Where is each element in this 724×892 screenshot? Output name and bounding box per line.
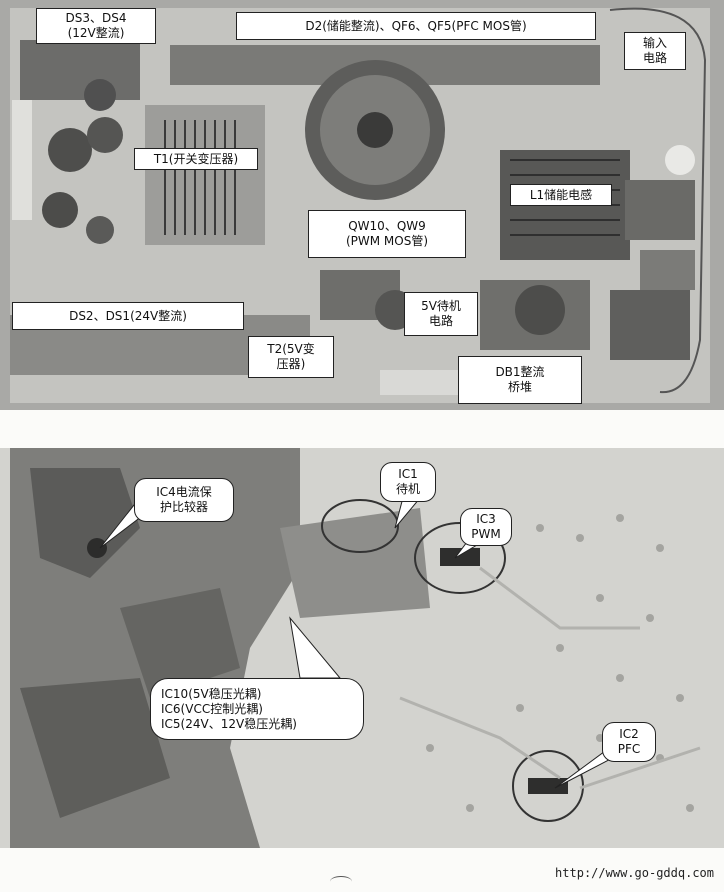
db1-line2: 桥堆	[507, 380, 532, 394]
standby-5v-label: 5V待机 电路	[404, 292, 478, 336]
ic1-line2: 待机	[395, 482, 420, 496]
optocoupler-label: IC10(5V稳压光耦) IC6(VCC控制光耦) IC5(24V、12V稳压光…	[150, 678, 364, 740]
ds2-ds1-label: DS2、DS1(24V整流)	[12, 302, 244, 330]
ic3-line2: PWM	[471, 527, 501, 541]
qw-line2: (PWM MOS管)	[345, 234, 429, 248]
solder-side-photo	[0, 448, 724, 848]
ic1-label: IC1 待机	[380, 462, 436, 502]
l1-text: L1储能电感	[529, 187, 593, 202]
t2-label: T2(5V变 压器)	[248, 336, 334, 378]
ic10-line: IC10(5V稳压光耦)	[161, 686, 262, 701]
ic2-label: IC2 PFC	[602, 722, 656, 762]
input-circuit-label: 输入 电路	[624, 32, 686, 70]
component-side-graphic	[0, 0, 724, 410]
ds2-ds1-text: DS2、DS1(24V整流)	[69, 308, 187, 323]
d2-qf-text: D2(储能整流)、QF6、QF5(PFC MOS管)	[305, 18, 527, 33]
solder-side-graphic	[0, 448, 724, 848]
db1-line1: DB1整流	[495, 365, 545, 379]
qw-line1: QW10、QW9	[348, 219, 426, 233]
ic3-label: IC3 PWM	[460, 508, 512, 546]
page-mark	[330, 876, 352, 887]
ic4-label: IC4电流保 护比较器	[134, 478, 234, 522]
t1-text: T1(开关变压器)	[153, 151, 239, 166]
t2-line1: T2(5V变	[267, 342, 315, 356]
qw-label: QW10、QW9 (PWM MOS管)	[308, 210, 466, 258]
input-line2: 电路	[642, 51, 667, 65]
ds3-ds4-line1: DS3、DS4	[65, 11, 127, 25]
ds3-ds4-line2: (12V整流)	[67, 26, 125, 40]
ic1-line1: IC1	[398, 467, 418, 481]
l1-label: L1储能电感	[510, 184, 612, 206]
ds3-ds4-label: DS3、DS4 (12V整流)	[36, 8, 156, 44]
t2-line2: 压器)	[276, 357, 306, 371]
d2-qf-label: D2(储能整流)、QF6、QF5(PFC MOS管)	[236, 12, 596, 40]
ic2-line2: PFC	[617, 742, 641, 756]
t1-label: T1(开关变压器)	[134, 148, 258, 170]
ic5-line: IC5(24V、12V稳压光耦)	[161, 716, 297, 731]
source-url: http://www.go-gddq.com	[555, 866, 714, 880]
ic4-line1: IC4电流保	[156, 485, 212, 499]
ic3-line1: IC3	[476, 512, 496, 526]
standby-line2: 电路	[428, 314, 453, 328]
component-side-photo	[0, 0, 724, 410]
ic6-line: IC6(VCC控制光耦)	[161, 701, 263, 716]
standby-line1: 5V待机	[421, 299, 461, 313]
input-line1: 输入	[642, 36, 667, 50]
ic2-line1: IC2	[619, 727, 639, 741]
ic4-line2: 护比较器	[159, 500, 208, 514]
db1-label: DB1整流 桥堆	[458, 356, 582, 404]
